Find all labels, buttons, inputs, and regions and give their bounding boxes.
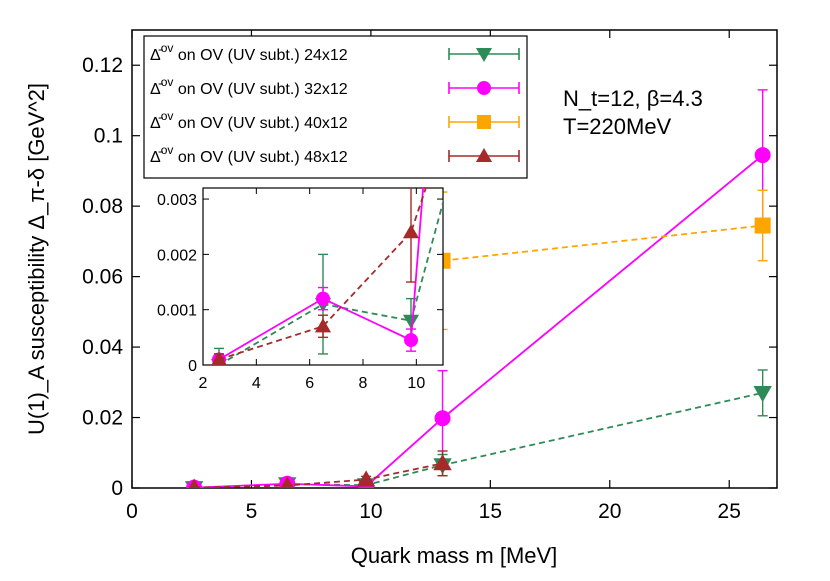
legend-label-main: Δ̄ [150,47,164,64]
data-point [211,351,227,365]
series-line [218,188,427,361]
legend-marker [475,47,493,63]
x-tick-label: 0 [126,500,138,523]
data-point [314,318,332,333]
plot-frame [131,29,778,489]
inset-x-tick-label: 8 [359,375,368,392]
data-point [356,470,376,487]
legend-label: Δ̄ov on OV (UV subt.) 32x12 [150,75,348,98]
data-point [753,385,772,403]
inset-y-tick-label: 0.003 [157,192,197,209]
y-tick-label: 0.12 [82,54,123,77]
y-tick-label: 0.06 [82,266,123,289]
y-tick-label: 0.1 [94,125,123,148]
data-point [433,454,452,471]
series-2 [434,189,771,331]
legend-label-main: Δ̄ [150,149,164,166]
legend-label-rest: on OV (UV subt.) 32x12 [173,81,347,98]
inset-y-tick-label: 0 [188,358,197,375]
data-point [402,224,420,239]
data-point [280,476,294,488]
legend-box [143,35,528,179]
inset-x-tick-label: 10 [407,375,425,392]
legend-label: Δ̄ov on OV (UV subt.) 40x12 [150,109,348,132]
data-point [754,147,771,164]
data-point [188,478,200,488]
legend-label-sup: ov [161,75,174,89]
data-point [488,0,504,14]
legend-label-rest: on OV (UV subt.) 48x12 [173,149,347,166]
inset-axis-ticks: 2 4 6 8 10 0 0.001 0.002 0.003 [157,188,443,392]
legend-label-sup: ov [161,41,174,55]
y-tick-label: 0.02 [82,407,123,430]
inset-series-layer [210,0,504,365]
data-point [402,314,420,329]
inset-y-tick-label: 0.001 [157,303,197,320]
legend-label-rest: on OV (UV subt.) 24x12 [173,47,347,64]
series-clip-group [210,0,504,365]
series-line [442,224,763,262]
legend-label-sup: ov [161,143,174,157]
data-point [434,410,451,427]
legend-label: Δ̄ov on OV (UV subt.) 48x12 [150,143,348,166]
x-tick-label: 20 [598,500,621,523]
x-tick-label: 10 [359,500,382,523]
legend-marker [477,115,491,129]
x-axis-title: Quark mass m [MeV] [351,543,558,568]
x-tick-label: 5 [246,500,258,523]
y-tick-label: 0 [111,477,123,500]
series-3 [211,188,427,365]
data-point [754,217,771,234]
data-point [404,333,418,348]
legend-marker [477,81,491,95]
series-clip-group [184,89,772,488]
legend-label-sup: ov [161,109,174,123]
inset-x-tick-label: 2 [199,375,208,392]
data-point [316,291,330,306]
legend-label-rest: on OV (UV subt.) 40x12 [173,115,347,132]
series-line [194,391,763,488]
inset-y-tick-label: 0.002 [157,247,197,264]
series-3 [188,450,452,488]
x-tick-label: 25 [718,500,741,523]
main-series-layer [184,89,772,488]
inset-x-tick-label: 6 [305,375,314,392]
legend-label-main: Δ̄ [150,115,164,132]
legend-label-main: Δ̄ [150,81,164,98]
series-line [194,462,443,488]
y-axis-title: U(1)_A susceptibility Δ_π-δ [GeV^2] [24,83,49,435]
inset-x-tick-label: 4 [252,375,261,392]
y-tick-label: 0.08 [82,195,123,218]
y-tick-label: 0.04 [82,336,123,359]
legend-marker [475,147,493,163]
annotation-line2: T=220MeV [563,114,672,139]
legend-label: Δ̄ov on OV (UV subt.) 24x12 [150,41,348,64]
annotation-line1: N_t=12, β=4.3 [563,86,703,111]
x-tick-label: 15 [479,500,502,523]
